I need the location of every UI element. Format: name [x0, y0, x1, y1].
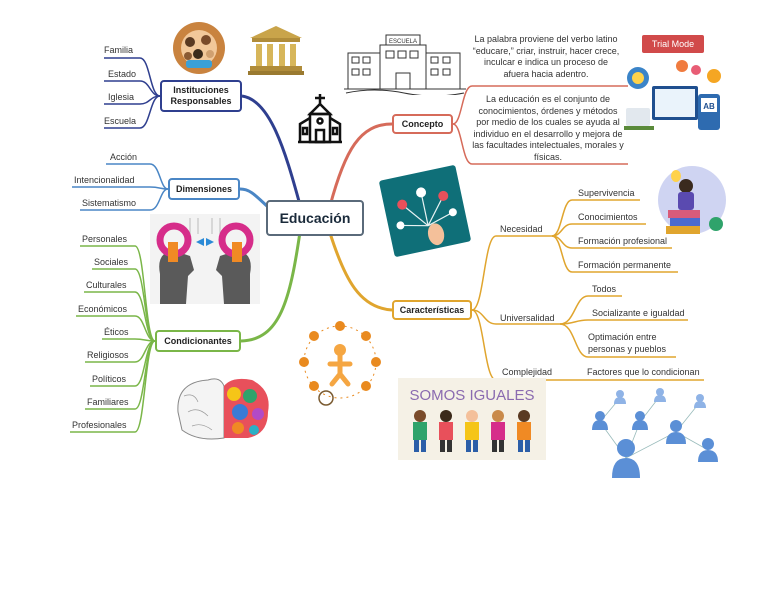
- node-dimensiones[interactable]: Dimensiones: [168, 178, 240, 200]
- leaf-todos[interactable]: Todos: [592, 284, 617, 294]
- touch-network-icon: [376, 162, 473, 259]
- leaf-formacion-permanente[interactable]: Formación permanente: [578, 260, 672, 270]
- center-node[interactable]: Educación: [266, 200, 364, 236]
- two-heads-exchange-icon: [150, 214, 260, 304]
- node-instituciones-label: Instituciones Responsables: [170, 85, 232, 106]
- school-sign-text: ESCUELA: [389, 39, 417, 45]
- leaf-universalidad[interactable]: Universalidad: [500, 313, 555, 323]
- leaf-intencionalidad[interactable]: Intencionalidad: [74, 175, 135, 185]
- leaf-necesidad[interactable]: Necesidad: [500, 224, 543, 234]
- leaf-religiosos[interactable]: Religiosos: [87, 350, 129, 360]
- online-learning-icon: AB: [624, 58, 726, 134]
- branch-dimensiones: [239, 187, 270, 209]
- branch-caracteristicas: [328, 232, 393, 312]
- diverse-hands-icon: [168, 20, 230, 76]
- leaf-factores[interactable]: Factores que lo condicionan: [587, 367, 700, 377]
- leaf-iglesia[interactable]: Iglesia: [108, 92, 135, 102]
- node-caracteristicas[interactable]: Características: [392, 300, 472, 320]
- children-group-icon: SOMOS IGUALES: [398, 378, 546, 460]
- church-icon: [296, 92, 344, 144]
- somos-iguales-text: SOMOS IGUALES: [409, 387, 534, 404]
- leaf-socializante[interactable]: Socializante e igualdad: [592, 308, 685, 318]
- branch-condicionantes: [240, 231, 302, 343]
- leaf-economicos[interactable]: Económicos: [78, 304, 128, 314]
- leaf-sociales[interactable]: Sociales: [94, 257, 129, 267]
- leaf-culturales[interactable]: Culturales: [86, 280, 127, 290]
- leaf-sistematismo[interactable]: Sistematismo: [82, 198, 137, 208]
- node-concepto[interactable]: Concepto: [392, 114, 453, 134]
- leaf-formacion-profesional[interactable]: Formación profesional: [578, 236, 668, 246]
- leaf-complejidad[interactable]: Complejidad: [502, 367, 553, 377]
- node-condicionantes[interactable]: Condicionantes: [155, 330, 241, 352]
- leaf-escuela[interactable]: Escuela: [104, 116, 137, 126]
- trial-mode-badge[interactable]: Trial Mode: [642, 35, 704, 53]
- branch-instituciones: [241, 94, 302, 206]
- people-network-icon: [580, 382, 720, 482]
- concepto-text-1: La palabra proviene del verbo latino “ed…: [472, 34, 620, 79]
- brain-colors-icon: [168, 372, 274, 444]
- leaf-optimacion[interactable]: Optimación entre personas y pueblos: [588, 332, 667, 354]
- school-building-icon: ESCUELA: [344, 33, 466, 97]
- leaf-eticos[interactable]: Éticos: [104, 327, 129, 337]
- leaf-familia[interactable]: Familia: [104, 45, 134, 55]
- leaf-conocimientos[interactable]: Conocimientos: [578, 212, 638, 222]
- leaf-familiares[interactable]: Familiares: [87, 397, 129, 407]
- leaf-accion[interactable]: Acción: [110, 152, 138, 162]
- reading-student-icon: [646, 160, 728, 242]
- book-label-text: AB: [703, 102, 715, 111]
- node-instituciones[interactable]: Instituciones Responsables: [160, 80, 242, 112]
- leaf-politicos[interactable]: Políticos: [92, 374, 127, 384]
- leaf-supervivencia[interactable]: Supervivencia: [578, 188, 635, 198]
- branch-concepto: [328, 122, 393, 207]
- bank-building-icon: [248, 24, 304, 76]
- leaf-profesionales[interactable]: Profesionales: [72, 420, 127, 430]
- cycle-person-icon: [296, 318, 384, 408]
- concepto-text-2: La educación es el conjunto de conocimie…: [472, 94, 624, 162]
- leaf-estado[interactable]: Estado: [108, 69, 137, 79]
- leaf-personales[interactable]: Personales: [82, 234, 128, 244]
